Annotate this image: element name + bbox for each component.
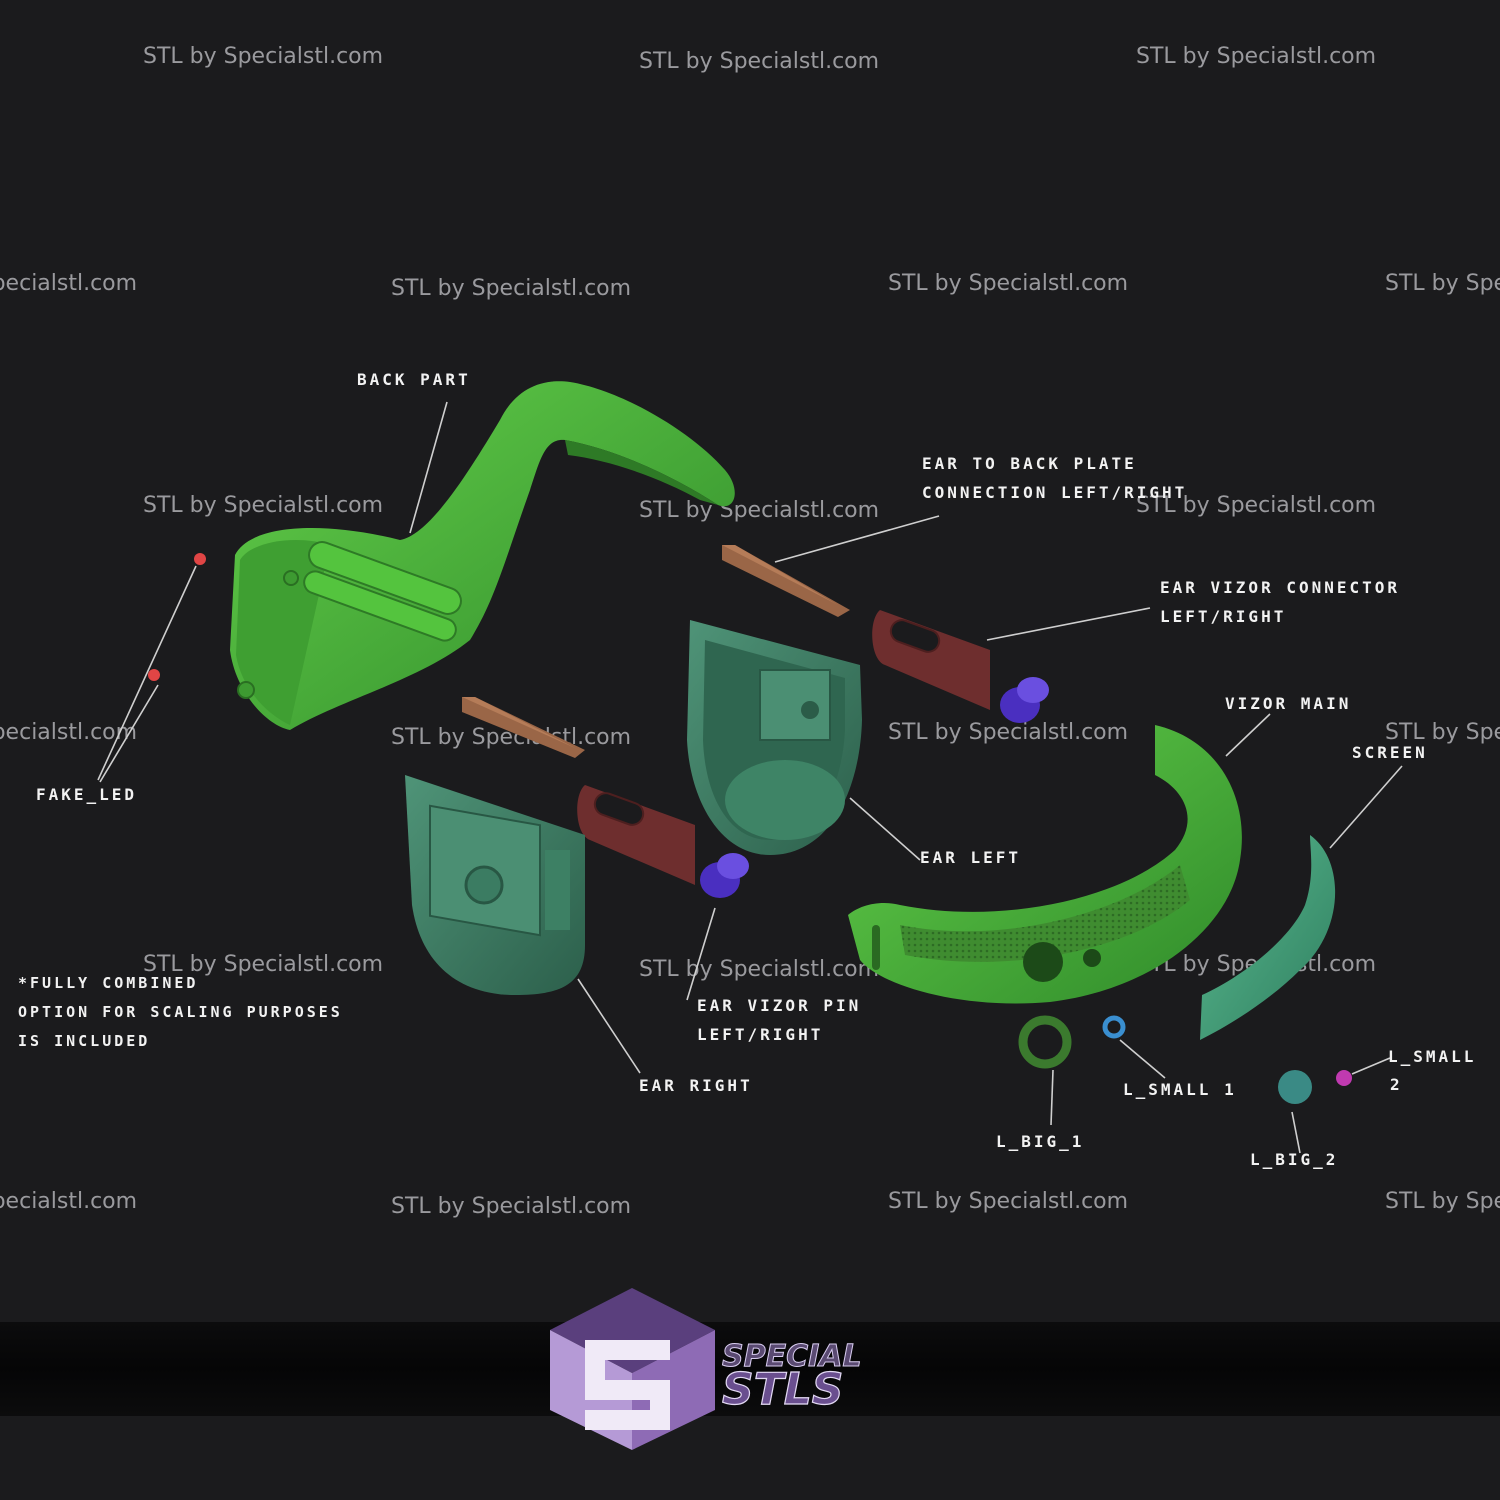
label-ear-to-back-plate: EAR TO BACK PLATE bbox=[922, 454, 1137, 473]
footer-band bbox=[0, 1322, 1500, 1416]
back-part bbox=[230, 381, 735, 730]
vizor-main-part bbox=[848, 725, 1242, 1004]
label-ear-left: EAR LEFT bbox=[920, 848, 1021, 867]
scaling-note: *FULLY COMBINED OPTION FOR SCALING PURPO… bbox=[18, 974, 343, 1050]
leader-lines bbox=[97, 401, 1403, 1154]
ear-right-part bbox=[405, 775, 585, 995]
watermark: STL by Specialstl.com bbox=[391, 276, 631, 301]
l-small-2-part bbox=[1336, 1070, 1352, 1086]
watermark: STL by Specialstl.com bbox=[0, 720, 137, 745]
note-line-2: OPTION FOR SCALING PURPOSES bbox=[18, 1003, 343, 1021]
label-ear-vizor-connector: EAR VIZOR CONNECTOR bbox=[1160, 578, 1400, 597]
label-vizor-main: VIZOR MAIN bbox=[1225, 694, 1351, 713]
watermark: STL by Specialstl.com bbox=[888, 1189, 1128, 1214]
watermark: STL by Specialstl.com bbox=[639, 49, 879, 74]
lens-parts bbox=[1018, 1015, 1352, 1104]
special-stls-logo: SPECIAL STLS bbox=[550, 1288, 862, 1450]
note-line-1: *FULLY COMBINED bbox=[18, 974, 198, 992]
watermark: STL by Specialstl.com bbox=[0, 1189, 137, 1214]
watermark: STL by Specialstl.com bbox=[1136, 493, 1376, 518]
label-l-small-2: L_SMALL bbox=[1388, 1047, 1476, 1066]
watermark: STL by Specialstl.com bbox=[639, 957, 879, 982]
watermark: STL by Specialstl.com bbox=[639, 498, 879, 523]
ear-vizor-connector bbox=[577, 610, 990, 885]
logo-cube-top bbox=[550, 1288, 715, 1373]
label-fake-led: FAKE_LED bbox=[36, 785, 137, 804]
watermark: STL by Specialstl.com bbox=[888, 720, 1128, 745]
label-l-small-1: L_SMALL 1 bbox=[1123, 1080, 1237, 1099]
label-back-part: BACK PART bbox=[357, 370, 471, 389]
watermark: STL by Specialstl.com bbox=[1385, 1189, 1500, 1214]
l-big-1-part bbox=[1018, 1015, 1072, 1069]
label-screen: SCREEN bbox=[1352, 743, 1428, 762]
ear-left-part bbox=[687, 620, 862, 855]
l-big-2-part bbox=[1278, 1070, 1312, 1104]
logo-text-stls: STLS bbox=[722, 1364, 843, 1415]
watermark: STL by Specialstl.com bbox=[888, 271, 1128, 296]
logo-s-mark bbox=[585, 1340, 670, 1430]
label-ear-vizor-pin: EAR VIZOR PIN bbox=[697, 996, 861, 1015]
part-labels: BACK PART EAR TO BACK PLATE CONNECTION L… bbox=[36, 370, 1476, 1169]
label-l-small-2-num: 2 bbox=[1390, 1075, 1403, 1094]
l-small-1-part bbox=[1102, 1015, 1126, 1039]
label-ear-vizor-pin-2: LEFT/RIGHT bbox=[697, 1025, 823, 1044]
label-ear-to-back-plate-2: CONNECTION LEFT/RIGHT bbox=[922, 483, 1187, 502]
watermark: STL by Specialstl.com bbox=[143, 952, 383, 977]
watermark: STL by Specialstl.com bbox=[143, 493, 383, 518]
watermark: STL by Specialstl.com bbox=[0, 271, 137, 296]
watermark: STL by Specialstl.com bbox=[391, 1194, 631, 1219]
watermark: STL by Specialstl.com bbox=[1385, 720, 1500, 745]
watermark: STL by Specialstl.com bbox=[1136, 44, 1376, 69]
watermarks: STL by Specialstl.com STL by Specialstl.… bbox=[0, 44, 1500, 1219]
screen-part bbox=[1200, 835, 1336, 1040]
label-l-big-1: L_BIG_1 bbox=[996, 1132, 1084, 1151]
fake-led-parts bbox=[148, 553, 206, 681]
note-line-3: IS INCLUDED bbox=[18, 1032, 150, 1050]
fake-led bbox=[194, 553, 206, 565]
ear-to-back-plate-connection bbox=[462, 545, 850, 758]
fake-led bbox=[148, 669, 160, 681]
watermark: STL by Specialstl.com bbox=[1385, 271, 1500, 296]
ear-vizor-pin bbox=[700, 677, 1049, 898]
logo-text-special: SPECIAL bbox=[722, 1339, 862, 1374]
watermark: STL by Specialstl.com bbox=[143, 44, 383, 69]
label-ear-vizor-connector-2: LEFT/RIGHT bbox=[1160, 607, 1286, 626]
label-l-big-2: L_BIG_2 bbox=[1250, 1150, 1338, 1169]
label-ear-right: EAR RIGHT bbox=[639, 1076, 753, 1095]
